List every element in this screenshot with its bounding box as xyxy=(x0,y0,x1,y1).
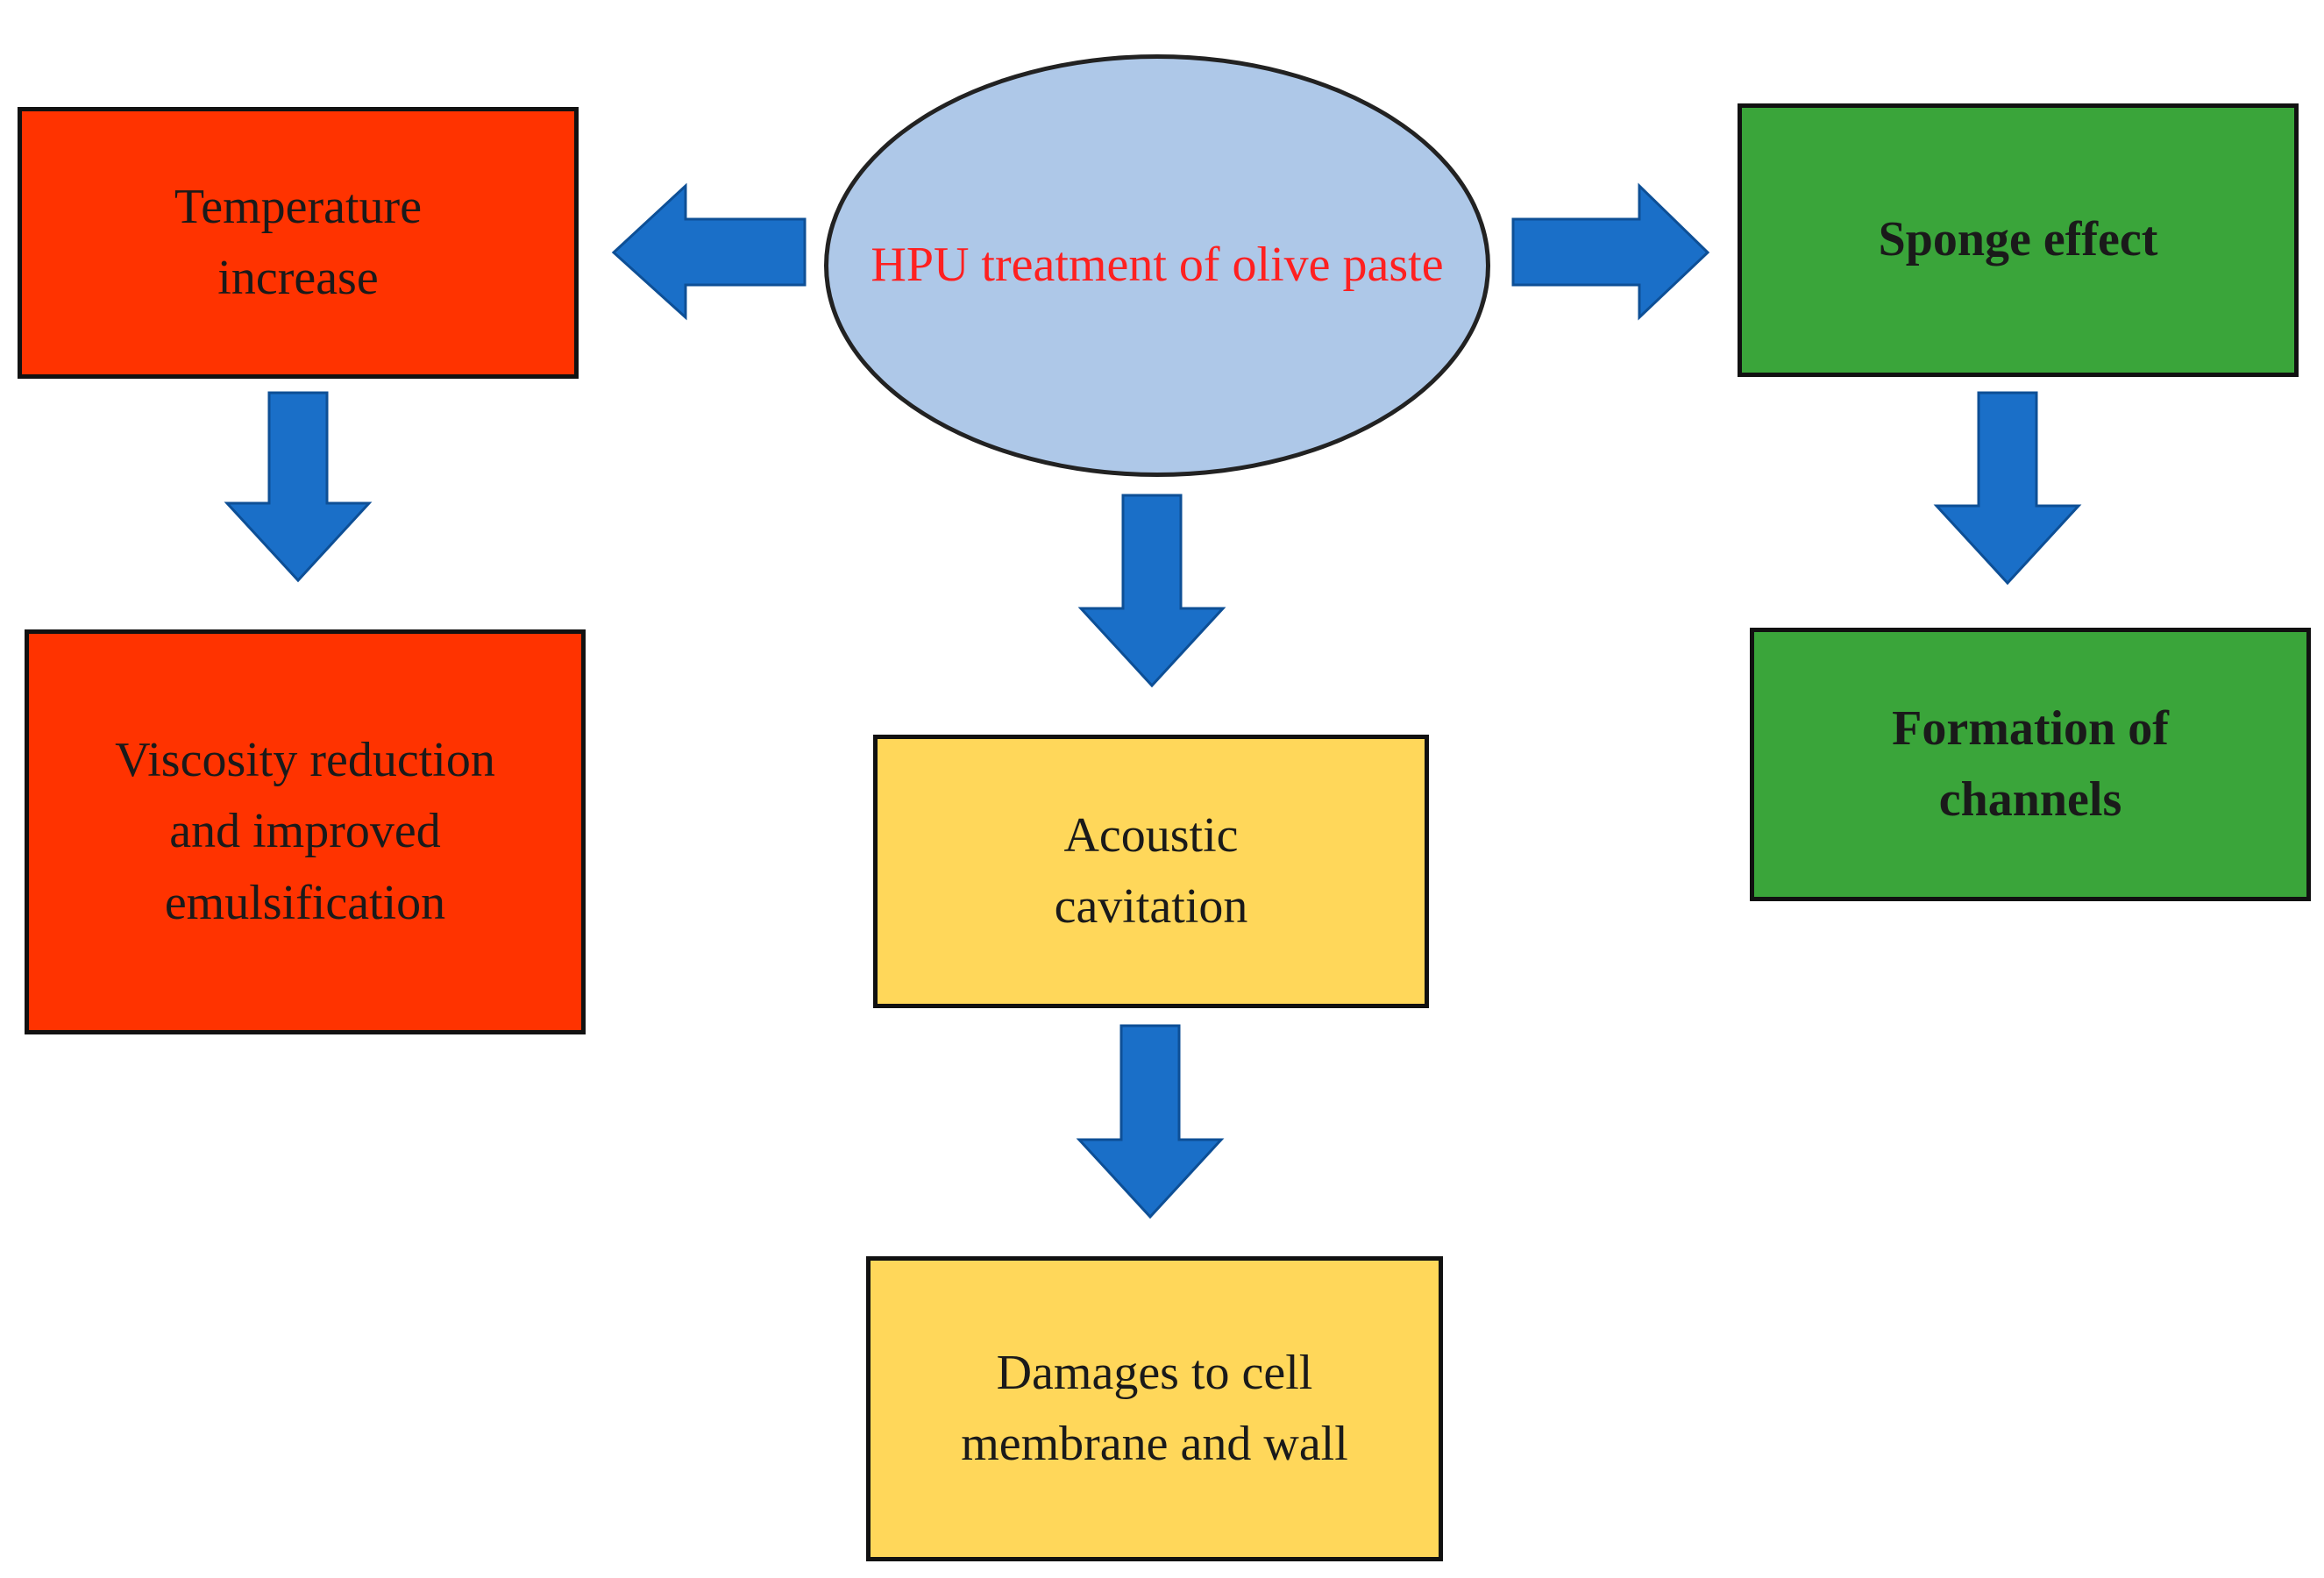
node-acoustic-line-1: Acoustic xyxy=(1063,807,1239,863)
node-viscosity-reduction: Viscosity reduction and improved emulsif… xyxy=(25,629,586,1034)
arrow-down-icon-left xyxy=(224,391,373,583)
node-viscosity-line-1: Viscosity reduction xyxy=(115,733,495,788)
node-channels-line-1: Formation of xyxy=(1892,700,2169,756)
node-acoustic-cavitation: Acoustic cavitation xyxy=(873,735,1429,1008)
node-damage-line-1: Damages to cell xyxy=(996,1345,1313,1400)
node-temperature-increase: Temperature increase xyxy=(18,107,579,379)
arrow-down-icon-center xyxy=(1077,494,1226,688)
center-node-line-2: of olive paste xyxy=(1178,238,1444,293)
node-acoustic-line-2: cavitation xyxy=(1054,879,1248,934)
node-viscosity-line-3: emulsification xyxy=(164,875,446,930)
node-channels-line-2: channels xyxy=(1938,772,2122,827)
arrow-left-icon xyxy=(611,182,807,321)
node-sponge-line-1: Sponge effect xyxy=(1878,212,2158,267)
center-node-hpu-treatment: HPU treatment of olive paste xyxy=(824,54,1490,477)
node-damage-line-2: membrane and wall xyxy=(961,1417,1348,1471)
arrow-right-icon xyxy=(1511,182,1710,321)
node-viscosity-line-2: and improved xyxy=(169,804,441,859)
node-temperature-line-1: Temperature xyxy=(174,179,423,234)
node-cell-damage: Damages to cell membrane and wall xyxy=(866,1256,1443,1561)
arrow-down-icon-middle xyxy=(1076,1024,1225,1219)
node-sponge-effect: Sponge effect xyxy=(1738,103,2299,377)
center-node-line-1: HPU treatment xyxy=(871,238,1167,293)
node-temperature-line-2: increase xyxy=(217,251,379,305)
arrow-down-icon-right xyxy=(1933,391,2082,586)
node-formation-of-channels: Formation of channels xyxy=(1750,628,2311,901)
